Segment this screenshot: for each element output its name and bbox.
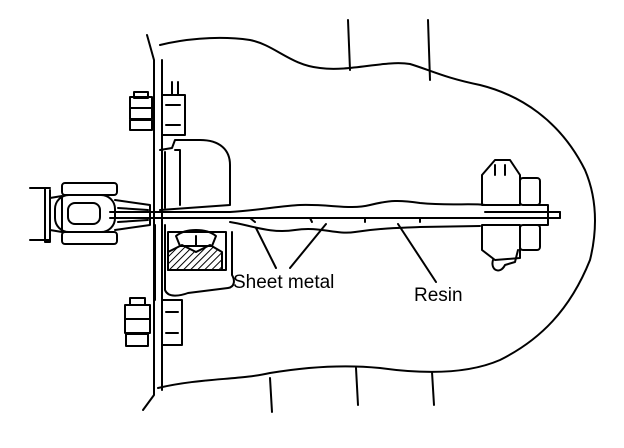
lower-bolt: [124, 297, 183, 347]
edge-line-3: [269, 377, 273, 413]
lower-bracket: [154, 224, 235, 301]
stay-arm: [109, 199, 561, 234]
roller-hatched-section: [167, 244, 223, 271]
resin-label: Resin: [414, 285, 463, 306]
sheet-metal-label: Sheet metal: [233, 272, 335, 293]
door-panel-outline: [157, 36, 596, 389]
upper-bolt: [129, 81, 186, 136]
sheet-metal-leader-lines: [255, 223, 327, 269]
edge-line-5: [431, 371, 435, 406]
end-stopper: [481, 159, 549, 272]
stopper-housing: [159, 139, 231, 211]
resin-leader-line: [397, 223, 437, 283]
left-pivot-bracket: [29, 182, 151, 245]
edge-line-4: [355, 367, 359, 406]
edge-line-2: [427, 19, 431, 81]
edge-line-1: [347, 19, 351, 71]
